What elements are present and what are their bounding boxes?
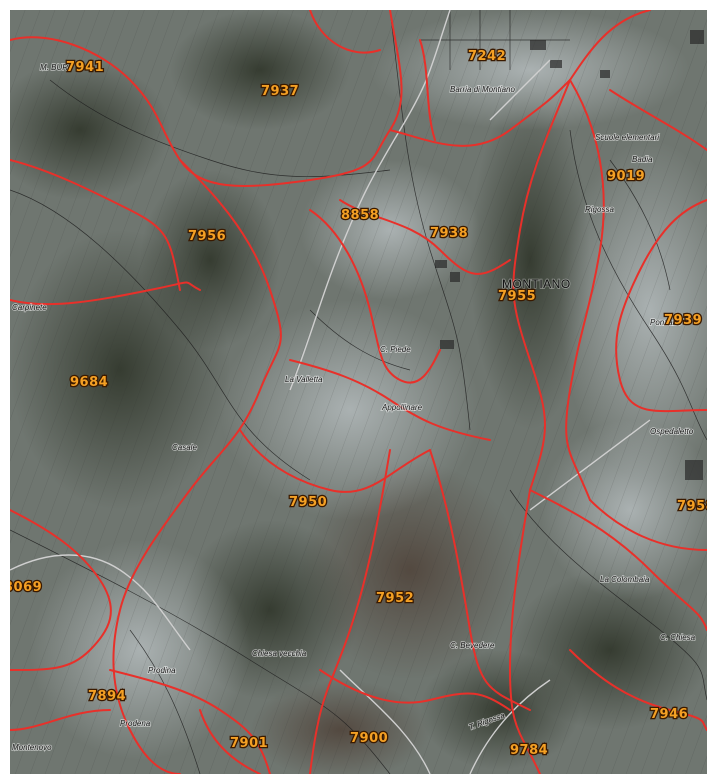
- place-montenovo: Montenovo: [12, 743, 52, 752]
- zone-label-9684[interactable]: 9684: [69, 374, 109, 392]
- place-la-colombaia: La Colombaia: [600, 575, 650, 584]
- main-roads: [10, 10, 651, 774]
- field-texture: [10, 10, 707, 774]
- zone-label-3069[interactable]: 3069: [10, 579, 43, 597]
- place-chiesa-vecchia: Chiesa vecchia: [252, 649, 307, 658]
- zone-boundaries: [10, 10, 707, 774]
- minor-roads: [10, 10, 707, 774]
- zone-label-7937[interactable]: 7937: [260, 83, 300, 101]
- place-barria: Barria di Montiano: [450, 85, 515, 94]
- zone-label-7946[interactable]: 7946: [649, 706, 689, 724]
- place-appollinare: Appollinare: [381, 403, 423, 412]
- zone-label-8858[interactable]: 8858: [340, 207, 380, 225]
- place-ospedaletto: Ospedaletto: [650, 427, 694, 436]
- zone-label-7900[interactable]: 7900: [349, 730, 389, 748]
- place-prodina: Prodina: [148, 666, 176, 675]
- place-scuole: Scuole elementari: [595, 133, 659, 142]
- place-labels: M. BUR Barria di Montiano Scuole element…: [11, 62, 696, 753]
- place-m-bur: M. BUR: [40, 63, 68, 72]
- zone-label-7894[interactable]: 7894: [87, 688, 127, 706]
- place-badia: Badia: [632, 155, 653, 164]
- place-carpinete: Carpinete: [12, 303, 47, 312]
- zone-labels: 7941 7937 7242 9019 8858 7938 7956 7955 …: [10, 48, 707, 760]
- zone-label-7955[interactable]: 7955: [497, 288, 537, 306]
- place-c-bevedere: C. Bevedere: [450, 641, 495, 650]
- place-casale: Casale: [172, 443, 197, 452]
- map-viewport[interactable]: M. BUR Barria di Montiano Scuole element…: [10, 10, 707, 774]
- town-block: [435, 30, 704, 480]
- zone-label-7938[interactable]: 7938: [429, 225, 469, 243]
- zone-label-7939[interactable]: 7939: [663, 312, 703, 330]
- place-c-diesse: C. Chiesa: [660, 633, 696, 642]
- zone-label-7901[interactable]: 7901: [229, 735, 269, 753]
- zone-label-7958[interactable]: 7958: [676, 498, 707, 516]
- place-la-valletta: La Valletta: [285, 375, 323, 384]
- zone-label-7952[interactable]: 7952: [375, 590, 415, 608]
- zone-label-9784[interactable]: 9784: [509, 742, 549, 760]
- place-prodena: Prodena: [120, 719, 151, 728]
- zone-label-7242[interactable]: 7242: [467, 48, 507, 66]
- place-ponzano: Ponzano: [650, 318, 682, 327]
- zone-label-7956[interactable]: 7956: [187, 228, 227, 246]
- zone-label-7950[interactable]: 7950: [288, 494, 328, 512]
- place-c-piede: C. Piede: [380, 345, 411, 354]
- town-label-montiano: MONTIANO: [502, 277, 571, 291]
- satellite-map[interactable]: M. BUR Barria di Montiano Scuole element…: [10, 10, 707, 774]
- zone-label-9019[interactable]: 9019: [606, 168, 646, 186]
- zone-label-7941[interactable]: 7941: [65, 59, 105, 77]
- place-rigossa: Rigossa: [585, 205, 614, 214]
